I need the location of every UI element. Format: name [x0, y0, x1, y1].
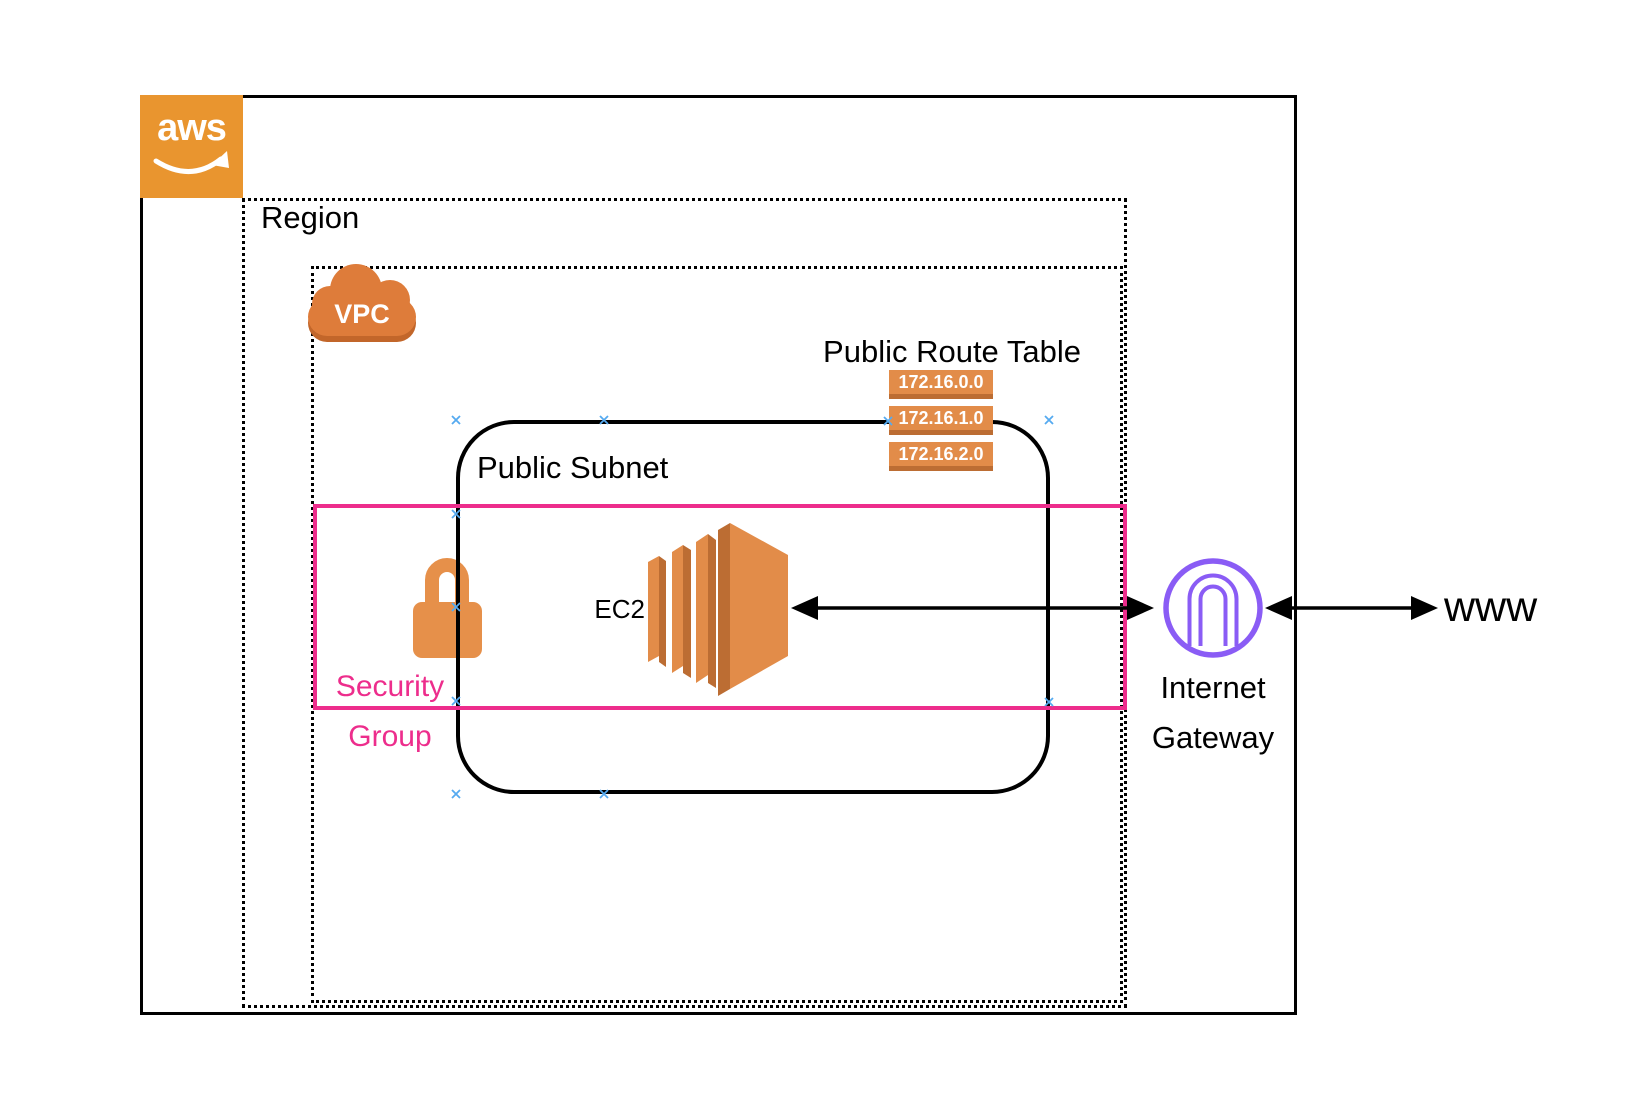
public-subnet-label: Public Subnet: [477, 450, 669, 485]
internet-gateway-label-line1: Internet: [1160, 670, 1266, 705]
region-label: Region: [261, 200, 360, 235]
aws-logo-box[interactable]: aws: [140, 95, 243, 198]
vpc-cloud-icon[interactable]: VPC: [306, 260, 424, 348]
internet-gateway-label-line2: Gateway: [1151, 720, 1275, 755]
aws-logo-text: aws: [157, 107, 227, 149]
vpc-cloud-body: [308, 264, 416, 336]
route-table-entry[interactable]: 172.16.1.0: [889, 406, 993, 435]
security-group-label-line1: Security: [335, 670, 445, 703]
security-lock-icon[interactable]: [408, 552, 488, 662]
vpc-label: VPC: [334, 299, 390, 329]
ec2-instance-icon[interactable]: [648, 518, 790, 696]
route-table-title: Public Route Table: [823, 334, 1081, 369]
security-group-label-line2: Group: [348, 720, 432, 753]
aws-cloud-boundary[interactable]: [140, 95, 1297, 1015]
ec2-label: EC2: [594, 594, 645, 624]
internet-gateway-icon[interactable]: [1158, 553, 1268, 663]
route-table-entry[interactable]: 172.16.0.0: [889, 370, 993, 399]
www-label: www: [1444, 583, 1538, 631]
route-table-entry[interactable]: 172.16.2.0: [889, 442, 993, 471]
aws-smile-icon: [153, 151, 229, 174]
vpc-boundary[interactable]: [311, 266, 1123, 1003]
